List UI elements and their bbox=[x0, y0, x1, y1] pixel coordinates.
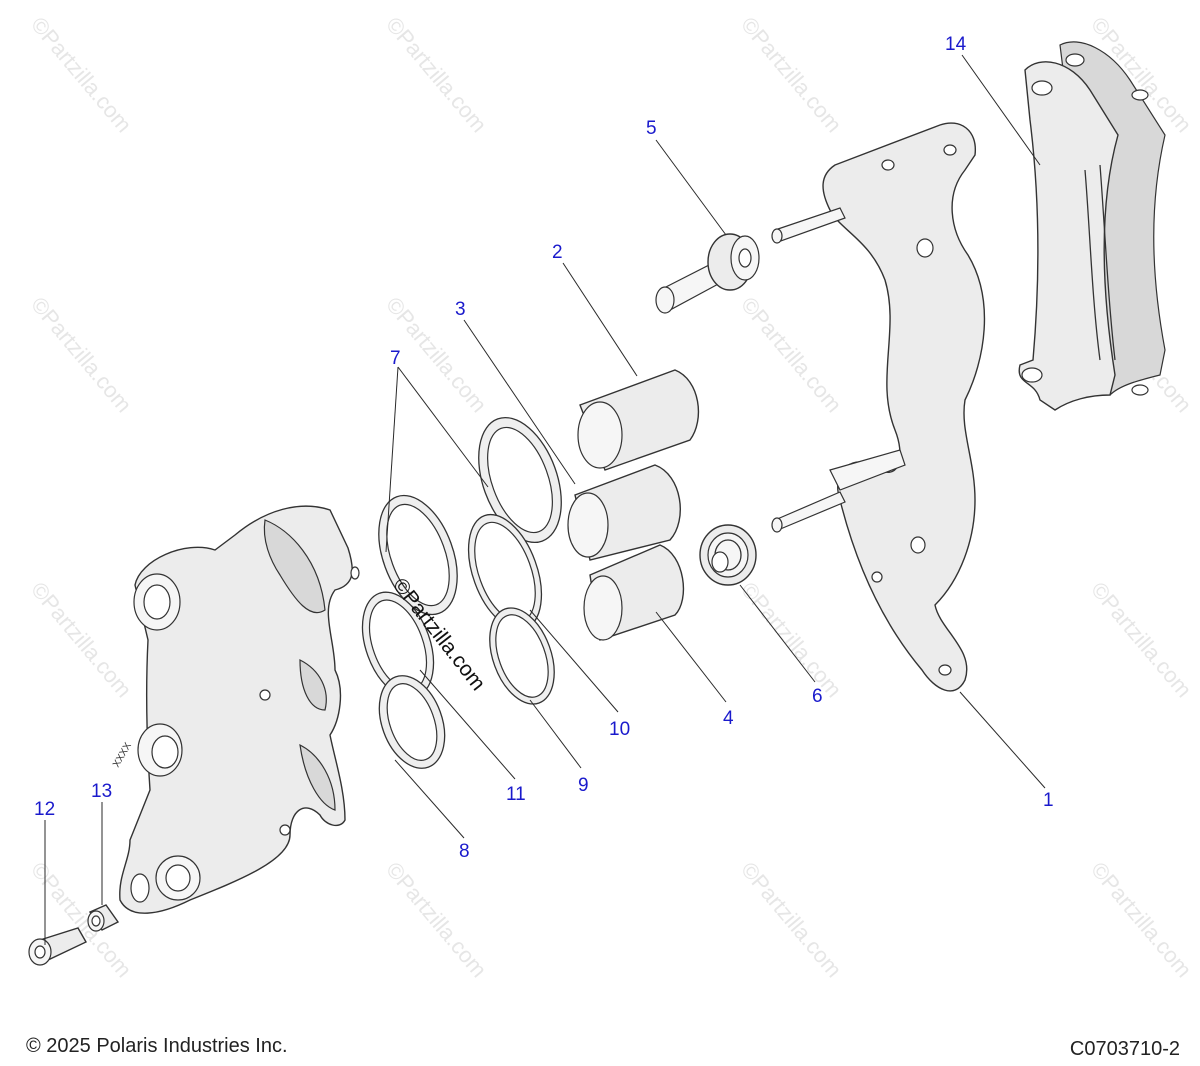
leader-6 bbox=[739, 584, 816, 683]
part-11-seal[interactable] bbox=[349, 582, 447, 707]
part-13-bushing[interactable] bbox=[87, 904, 120, 932]
callout-9: 9 bbox=[578, 775, 589, 796]
leader-lines bbox=[44, 54, 1046, 945]
callout-4: 4 bbox=[723, 708, 734, 729]
caliper-body[interactable]: XXXX bbox=[111, 505, 360, 914]
watermark: ©Partzilla.com bbox=[381, 857, 492, 982]
leader-2 bbox=[562, 262, 638, 377]
callout-3: 3 bbox=[455, 299, 466, 320]
watermark: ©Partzilla.com bbox=[1086, 857, 1197, 982]
part-9-seal[interactable] bbox=[478, 599, 567, 713]
callout-2: 2 bbox=[552, 242, 563, 263]
leader-3 bbox=[463, 319, 576, 485]
watermark: ©Partzilla.com bbox=[736, 292, 847, 417]
leader-10 bbox=[529, 609, 619, 713]
part-5-slide-pin[interactable] bbox=[655, 233, 760, 314]
watermark: ©Partzilla.com bbox=[736, 12, 847, 137]
part-2-piston[interactable] bbox=[577, 369, 700, 471]
callout-6: 6 bbox=[812, 686, 823, 707]
callout-labels: 1 2 3 4 5 6 7 8 9 10 11 12 13 14 bbox=[34, 34, 1054, 862]
copyright-text: © 2025 Polaris Industries Inc. bbox=[26, 1035, 288, 1057]
watermark: ©Partzilla.com bbox=[26, 577, 137, 702]
watermark: ©Partzilla.com bbox=[26, 12, 137, 137]
callout-8: 8 bbox=[459, 841, 470, 862]
part-7-seal-upper[interactable] bbox=[463, 406, 577, 553]
leader-8 bbox=[394, 759, 465, 839]
part-3-piston[interactable] bbox=[567, 464, 681, 561]
part-6-boot[interactable] bbox=[699, 524, 757, 586]
diagram-code: C0703710-2 bbox=[1069, 1038, 1180, 1060]
leader-11 bbox=[419, 669, 516, 780]
part-8-seal[interactable] bbox=[367, 667, 456, 778]
callout-12: 12 bbox=[34, 799, 55, 820]
callout-13: 13 bbox=[91, 781, 112, 802]
leader-14 bbox=[961, 54, 1041, 166]
leader-5 bbox=[655, 139, 727, 236]
part-7-seal-lower[interactable] bbox=[364, 485, 472, 625]
part-10-seal[interactable] bbox=[454, 505, 555, 640]
part-14-brake-pads[interactable] bbox=[1018, 41, 1166, 411]
watermark: ©Partzilla.com bbox=[1086, 577, 1197, 702]
leader-7a bbox=[385, 366, 399, 553]
watermark: ©Partzilla.com bbox=[736, 857, 847, 982]
caliper-marking-label: XXXX bbox=[111, 741, 134, 770]
leader-7b bbox=[397, 366, 489, 488]
watermark: ©Partzilla.com bbox=[26, 292, 137, 417]
watermark: ©Partzilla.com bbox=[736, 577, 847, 702]
leader-9 bbox=[529, 699, 582, 769]
leader-1 bbox=[959, 691, 1046, 789]
leader-4 bbox=[655, 611, 727, 703]
callout-10: 10 bbox=[609, 719, 630, 740]
part-4-piston[interactable] bbox=[583, 544, 685, 641]
callout-11: 11 bbox=[506, 784, 526, 805]
part-1-caliper-bracket[interactable] bbox=[771, 122, 986, 692]
part-12-bleeder-screw[interactable] bbox=[28, 927, 87, 966]
callout-14: 14 bbox=[945, 34, 967, 55]
watermark: ©Partzilla.com bbox=[381, 12, 492, 137]
callout-1: 1 bbox=[1043, 790, 1054, 811]
callout-7: 7 bbox=[390, 348, 401, 369]
callout-5: 5 bbox=[646, 118, 657, 139]
